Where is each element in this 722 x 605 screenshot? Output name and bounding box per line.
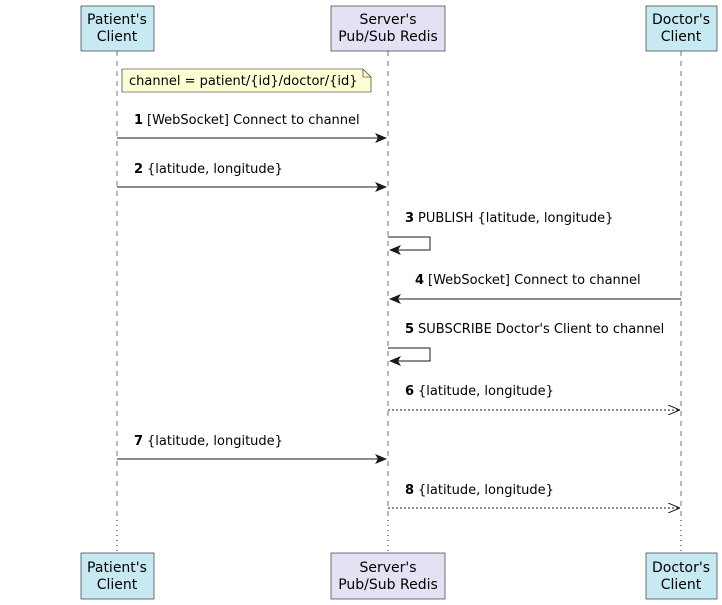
participant-patient-bottom: Patient's Client bbox=[80, 552, 155, 600]
participant-label: Server's bbox=[359, 560, 416, 576]
participant-label: Client bbox=[661, 29, 702, 45]
message-label: {latitude, longitude} bbox=[418, 483, 554, 498]
message-number: 4 bbox=[415, 273, 424, 288]
participant-doctor-top: Doctor's Client bbox=[645, 5, 718, 52]
participant-box bbox=[645, 552, 718, 600]
message-number: 8 bbox=[405, 483, 414, 498]
message-8: 8 {latitude, longitude} bbox=[388, 483, 679, 508]
message-3: 3 PUBLISH {latitude, longitude} bbox=[388, 211, 613, 255]
participant-label: Patient's bbox=[87, 12, 147, 28]
message-arrow bbox=[388, 347, 431, 366]
message-label: {latitude, longitude} bbox=[147, 162, 283, 177]
message-7: 7 {latitude, longitude} bbox=[117, 434, 387, 464]
participant-patient-top: Patient's Client bbox=[80, 5, 155, 52]
message-label: {latitude, longitude} bbox=[147, 434, 283, 449]
message-label: SUBSCRIBE Doctor's Client to channel bbox=[418, 322, 664, 337]
message-number: 3 bbox=[405, 211, 414, 226]
participant-box bbox=[330, 552, 446, 600]
message-number: 6 bbox=[405, 384, 414, 399]
participant-label: Patient's bbox=[87, 560, 147, 576]
lifelines bbox=[116, 51, 682, 552]
participant-server-top: Server's Pub/Sub Redis bbox=[330, 5, 446, 52]
participant-label: Client bbox=[661, 577, 702, 593]
message-label: [WebSocket] Connect to channel bbox=[147, 113, 360, 128]
channel-note: channel = patient/{id}/doctor/{id} bbox=[121, 68, 372, 93]
note-shape bbox=[121, 68, 372, 93]
note-fold bbox=[362, 69, 371, 78]
message-6: 6 {latitude, longitude} bbox=[388, 384, 679, 410]
participant-box bbox=[645, 5, 718, 52]
participant-label: Pub/Sub Redis bbox=[338, 29, 438, 45]
message-label: {latitude, longitude} bbox=[418, 384, 554, 399]
message-label: PUBLISH {latitude, longitude} bbox=[418, 211, 613, 226]
message-label: [WebSocket] Connect to channel bbox=[428, 273, 641, 288]
message-number: 1 bbox=[134, 113, 143, 128]
message-number: 5 bbox=[405, 322, 414, 337]
message-arrow bbox=[388, 236, 431, 255]
message-number: 7 bbox=[134, 434, 143, 449]
participant-box bbox=[330, 5, 446, 52]
participant-label: Pub/Sub Redis bbox=[338, 577, 438, 593]
participant-doctor-bottom: Doctor's Client bbox=[645, 552, 718, 600]
message-5: 5 SUBSCRIBE Doctor's Client to channel bbox=[388, 322, 664, 366]
message-1: 1 [WebSocket] Connect to channel bbox=[117, 113, 387, 143]
participant-label: Doctor's bbox=[652, 560, 710, 576]
participant-box bbox=[80, 552, 155, 600]
message-4: 4 [WebSocket] Connect to channel bbox=[389, 273, 681, 304]
message-number: 2 bbox=[134, 162, 143, 177]
participant-label: Doctor's bbox=[652, 12, 710, 28]
message-2: 2 {latitude, longitude} bbox=[117, 162, 387, 192]
note-text: channel = patient/{id}/doctor/{id} bbox=[129, 74, 358, 89]
participant-label: Server's bbox=[359, 12, 416, 28]
participant-box bbox=[80, 5, 155, 52]
participant-label: Client bbox=[97, 577, 138, 593]
participant-server-bottom: Server's Pub/Sub Redis bbox=[330, 552, 446, 600]
participant-label: Client bbox=[97, 29, 138, 45]
